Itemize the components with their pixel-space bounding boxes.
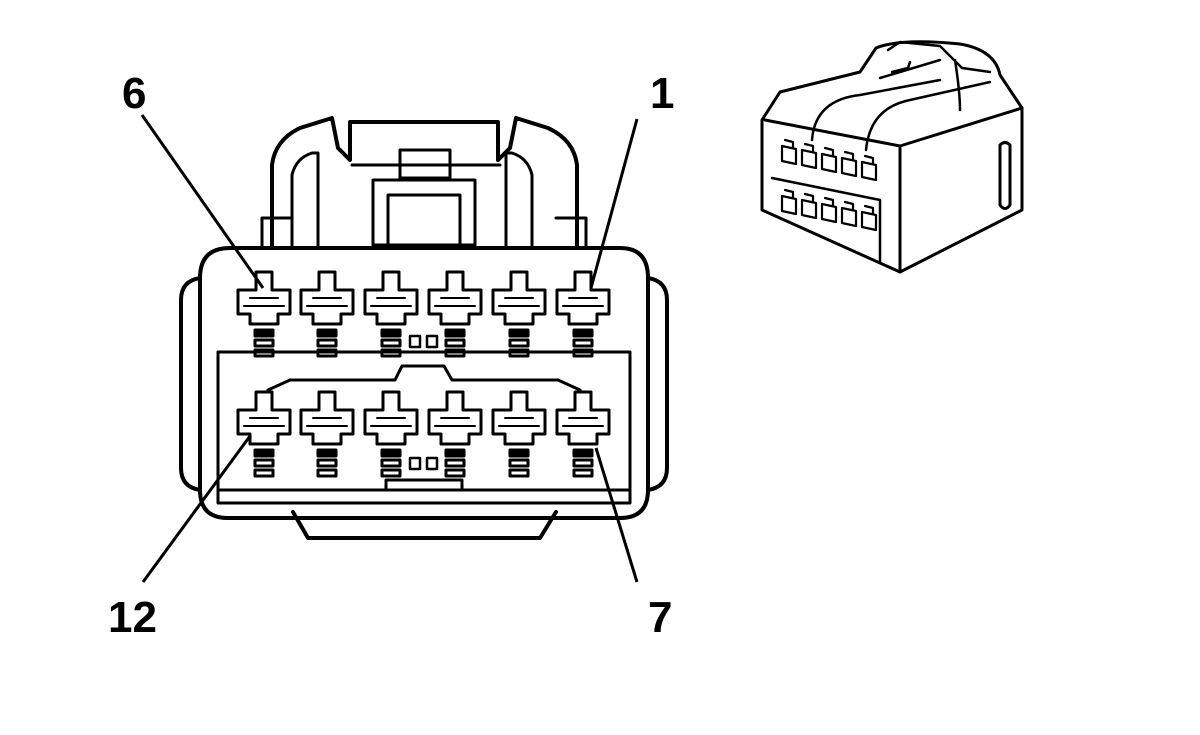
iso-cavity [840,150,858,178]
latch-lever [371,178,477,247]
connector-left-ear [179,276,202,492]
pin-cavity-5 [299,270,355,358]
leader-line-pin-12 [141,435,252,583]
leader-line-pin-7 [594,447,639,583]
iso-cavity [800,192,818,220]
top-key-slot-right [425,334,439,349]
iso-cavity [860,204,878,232]
pin-cavity-10 [363,390,419,478]
pin-cavity-6 [236,270,292,358]
row-separator-rib [266,364,582,392]
leader-line-pin-6 [140,114,265,289]
leader-line-pin-1 [589,118,639,289]
connector-isometric-view [760,40,1024,274]
pin-label-12: 12 [108,593,157,642]
latch-housing-outline [270,116,579,250]
top-key-slot-left [408,334,422,349]
leader-lines [140,114,639,583]
latch-button [398,148,452,180]
iso-side-slot [998,141,1012,210]
connector-bottom-lug [291,510,558,540]
pin-cavity-9 [427,390,483,478]
connector-body-outline [198,246,650,520]
iso-cavity [840,200,858,228]
iso-top-edge [898,106,1024,148]
bottom-key-slot-right [425,456,439,471]
iso-cavity [780,138,798,166]
pin-cavities [236,270,611,478]
iso-cavity [820,146,838,174]
iso-cavity [820,196,838,224]
pin-cavity-4 [363,270,419,358]
pin-cavity-7 [555,390,611,478]
latch-inner-outline [290,151,320,250]
iso-latch-top [886,40,992,112]
connector-front-view [179,116,669,540]
bottom-key-slot-left [408,456,422,471]
iso-cavity [800,142,818,170]
pin-cavity-12 [236,390,292,478]
pin-label-7: 7 [648,593,672,642]
pin-label-6: 6 [122,69,146,118]
pin-cavity-1 [555,270,611,358]
pin-cavity-3 [427,270,483,358]
pin-cavity-2 [491,270,547,358]
bottom-locating-key [384,478,464,492]
latch-side-arms [260,216,588,250]
pin-cavity-8 [491,390,547,478]
iso-inner-divider [770,176,882,264]
iso-latch-arms [810,58,992,152]
iso-cavities [780,138,878,232]
iso-cavity [780,188,798,216]
iso-body-outline [760,40,1024,274]
connector-inner-frame [216,350,632,505]
iso-cavity [860,154,878,182]
latch-inner-outline-right [504,151,534,250]
connector-right-ear [646,276,669,492]
pin-label-1: 1 [650,69,674,118]
pin-cavity-11 [299,390,355,478]
